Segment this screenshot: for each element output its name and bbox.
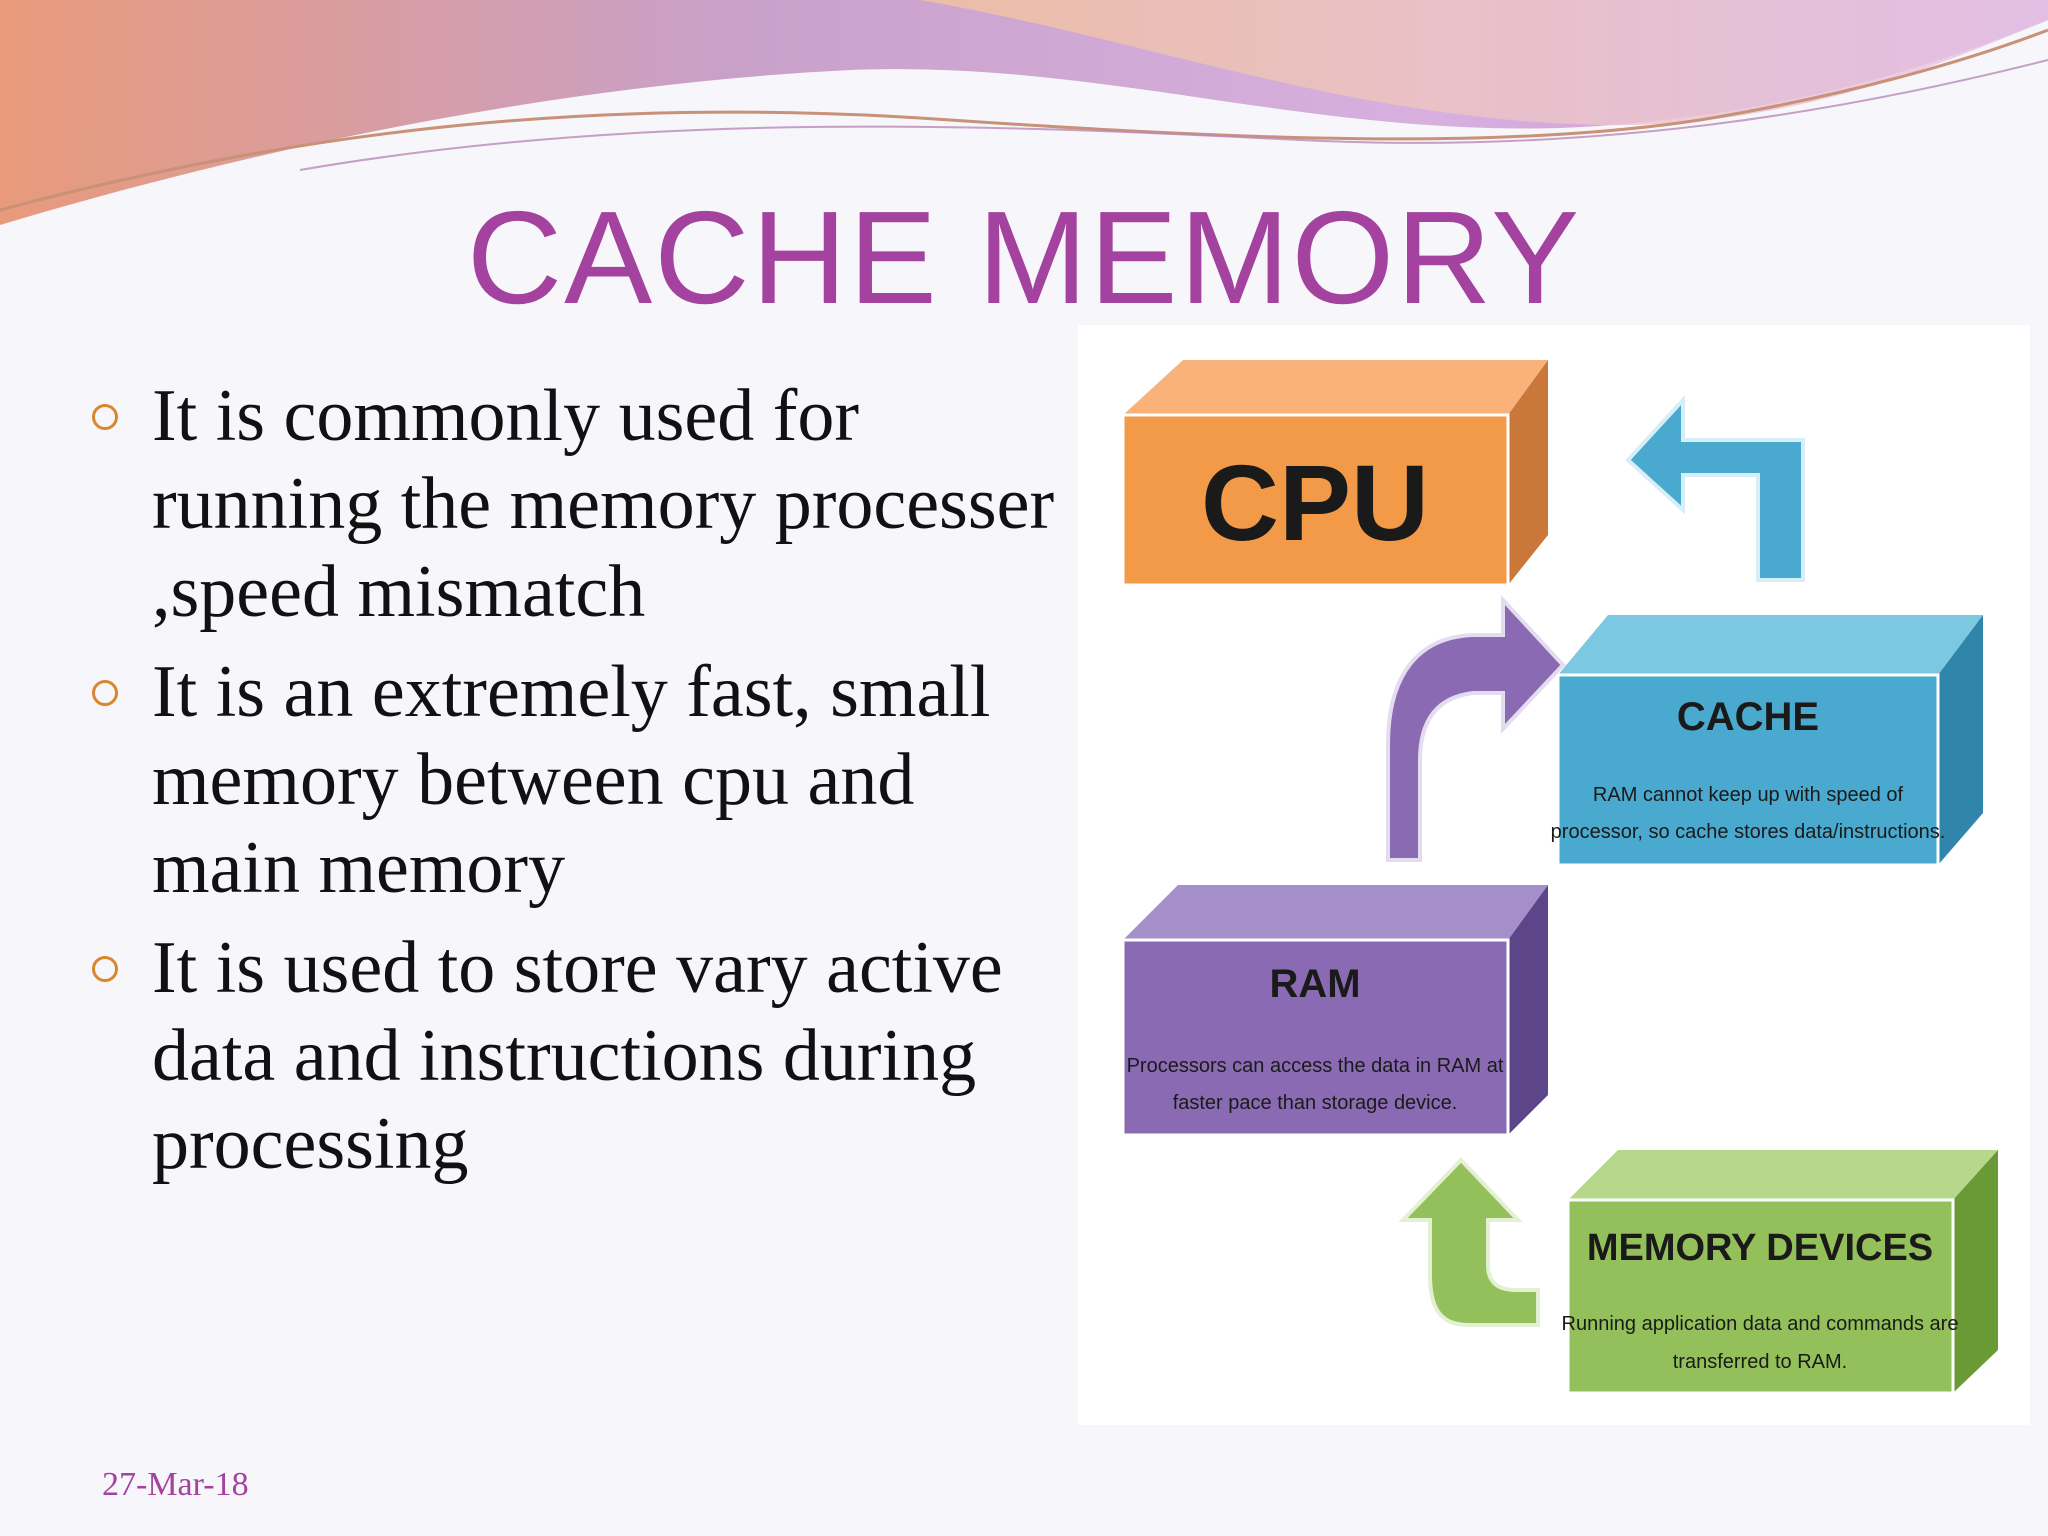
bullet-text: It is commonly used for running the memo…: [152, 375, 1055, 633]
ram-box-title: RAM: [1269, 962, 1360, 1006]
bullet-circle-icon: [92, 956, 118, 982]
cache-box: CACHE RAM cannot keep up with speed of p…: [1551, 615, 1983, 867]
bullet-item: It is an extremely fast, small memory be…: [92, 648, 1072, 912]
cache-box-text-line1: RAM cannot keep up with speed of: [1593, 784, 1904, 806]
memory-devices-box: MEMORY DEVICES Running application data …: [1562, 1150, 1998, 1395]
bullet-item: It is commonly used for running the memo…: [92, 372, 1072, 636]
bullet-item: It is used to store vary active data and…: [92, 924, 1072, 1188]
ram-box-text-line2: faster pace than storage device.: [1173, 1092, 1458, 1114]
memory-devices-box-text-line2: transferred to RAM.: [1673, 1351, 1848, 1373]
bullet-list: It is commonly used for running the memo…: [92, 372, 1072, 1200]
memory-hierarchy-diagram: CPU CACHE RAM cannot keep up with speed …: [1121, 360, 1998, 1395]
arrow-curved-up-right-icon: [1386, 594, 1566, 862]
arrow-up-from-right-icon: [1398, 1157, 1540, 1327]
ram-box: RAM Processors can access the data in RA…: [1121, 885, 1548, 1137]
arrow-up-left-icon: [1625, 394, 1805, 582]
slide-date: 27-Mar-18: [102, 1466, 249, 1503]
slide-title: CACHE MEMORY: [466, 184, 1582, 331]
ram-box-text-line1: Processors can access the data in RAM at: [1127, 1055, 1504, 1077]
cpu-box: CPU: [1121, 360, 1548, 587]
header-wave-decoration: [0, 0, 2048, 225]
cpu-box-title: CPU: [1201, 442, 1429, 563]
bullet-text: It is used to store vary active data and…: [152, 927, 1003, 1185]
cache-box-text-line2: processor, so cache stores data/instruct…: [1551, 821, 1946, 843]
memory-devices-box-title: MEMORY DEVICES: [1587, 1227, 1933, 1269]
bullet-circle-icon: [92, 404, 118, 430]
bullet-text: It is an extremely fast, small memory be…: [152, 651, 991, 909]
bullet-circle-icon: [92, 680, 118, 706]
cache-box-title: CACHE: [1677, 695, 1819, 739]
memory-devices-box-text-line1: Running application data and commands ar…: [1562, 1313, 1959, 1335]
